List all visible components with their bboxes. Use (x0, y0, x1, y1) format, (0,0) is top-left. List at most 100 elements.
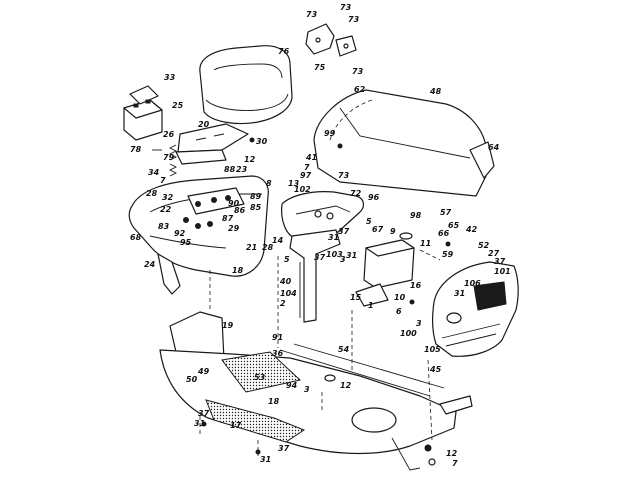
fender-side-panel (157, 253, 181, 295)
part-callout-c57: 57 (440, 208, 452, 217)
part-callout-c73a: 73 (306, 10, 318, 19)
part-callout-c25: 25 (172, 101, 184, 110)
part-callout-c99: 99 (324, 129, 336, 138)
part-callout-c13: 13 (288, 179, 300, 188)
part-callout-c40: 40 (279, 277, 292, 286)
part-callout-c14: 14 (272, 236, 284, 245)
part-callout-c85: 85 (250, 203, 262, 212)
part-callout-c54: 54 (338, 345, 350, 354)
part-callout-c28a: 28 (146, 189, 158, 198)
part-callout-c66: 66 (438, 229, 450, 238)
part-callout-c3b: 3 (416, 319, 422, 328)
part-callout-c105: 105 (424, 345, 441, 354)
part-callout-c73e: 73 (338, 171, 350, 180)
part-callout-c37d: 37 (198, 409, 210, 418)
part-callout-c41: 41 (305, 153, 317, 162)
part-callout-c100: 100 (400, 329, 417, 338)
part-callout-c3a: 3 (340, 255, 346, 264)
part-callout-c9: 9 (390, 227, 396, 236)
part-callout-c72: 72 (350, 189, 362, 198)
part-callout-c103: 103 (326, 250, 343, 259)
part-callout-c92: 92 (174, 229, 186, 238)
part-callout-c37b: 37 (338, 227, 350, 236)
part-callout-c27: 27 (488, 249, 500, 258)
part-callout-c28b: 28 (262, 243, 274, 252)
part-callout-c5b: 5 (284, 255, 290, 264)
part-callout-c62: 62 (354, 85, 366, 94)
part-callout-c106: 106 (464, 279, 481, 288)
part-callout-c104: 104 (280, 289, 297, 298)
part-callout-c22: 22 (160, 205, 172, 214)
part-callout-c64: 64 (488, 143, 500, 152)
part-callout-c90: 90 (228, 199, 240, 208)
part-callout-c37c: 37 (314, 253, 326, 262)
part-callout-c45: 45 (429, 365, 442, 374)
part-callout-c67: 67 (372, 225, 384, 234)
part-callout-c48: 48 (429, 87, 442, 96)
part-callout-c31b: 31 (328, 233, 339, 242)
seat-spring (152, 144, 178, 177)
part-callout-c29: 29 (228, 224, 240, 233)
part-callout-c59: 59 (442, 250, 454, 259)
part-callout-c101: 101 (494, 267, 511, 276)
part-callout-c68: 68 (130, 233, 142, 242)
part-callout-c97: 97 (300, 171, 312, 180)
dash-console (281, 191, 365, 239)
part-callout-c96: 96 (368, 193, 380, 202)
seat-plate (175, 123, 249, 165)
part-callout-c87: 87 (222, 214, 234, 223)
part-callout-c20: 20 (198, 120, 210, 129)
part-callout-c23: 23 (236, 165, 248, 174)
part-callout-c37e: 37 (278, 444, 290, 453)
seat-hinge-bracket (305, 23, 357, 57)
part-callout-c50: 50 (186, 375, 198, 384)
part-callout-c3c: 3 (304, 385, 310, 394)
part-callout-c65: 65 (448, 221, 460, 230)
part-callout-c21: 21 (246, 243, 257, 252)
part-callout-c89: 89 (250, 192, 262, 201)
part-callout-c53: 53 (254, 373, 266, 382)
part-callout-c24: 24 (144, 260, 156, 269)
part-callout-c36: 36 (272, 349, 284, 358)
part-callout-c31a: 31 (454, 289, 465, 298)
seat (199, 45, 293, 125)
part-callout-c75: 75 (314, 63, 326, 72)
part-callout-c88: 88 (224, 165, 236, 174)
part-callout-c32: 32 (162, 193, 174, 202)
part-callout-c78: 78 (130, 145, 142, 154)
part-callout-c83: 83 (158, 222, 170, 231)
part-callout-c33: 33 (164, 73, 176, 82)
front-nose-grille (432, 261, 519, 357)
steering-support (289, 229, 341, 323)
part-callout-c94: 94 (286, 381, 298, 390)
part-callout-c49: 49 (197, 367, 210, 376)
part-callout-c95: 95 (180, 238, 192, 247)
battery (123, 85, 163, 141)
part-callout-c11: 11 (420, 239, 431, 248)
fastener-hardware (201, 137, 451, 466)
part-callout-c102: 102 (294, 185, 311, 194)
part-callout-c18b: 18 (268, 397, 280, 406)
frame-footboard (159, 311, 473, 455)
part-callout-c73b: 73 (340, 3, 352, 12)
part-callout-c30: 30 (256, 137, 268, 146)
fuel-tank (355, 232, 415, 307)
part-callout-c7a: 7 (160, 176, 166, 185)
rear-fender (128, 175, 269, 277)
part-callout-c12b: 12 (340, 381, 352, 390)
part-callout-c16: 16 (410, 281, 422, 290)
part-callout-c19: 19 (222, 321, 234, 330)
part-callout-c73c: 73 (348, 15, 360, 24)
part-callout-c79: 79 (163, 153, 175, 162)
part-callout-c15: 15 (350, 293, 362, 302)
part-callout-c8: 8 (266, 179, 272, 188)
part-callout-c31d: 31 (194, 419, 205, 428)
part-callout-c98: 98 (410, 211, 422, 220)
hood (313, 89, 495, 197)
part-callout-c37a: 37 (494, 257, 506, 266)
part-callout-c10: 10 (394, 293, 406, 302)
part-callout-c73d: 73 (352, 67, 364, 76)
part-callout-c12c: 12 (446, 449, 458, 458)
part-callout-c18a: 18 (232, 266, 244, 275)
